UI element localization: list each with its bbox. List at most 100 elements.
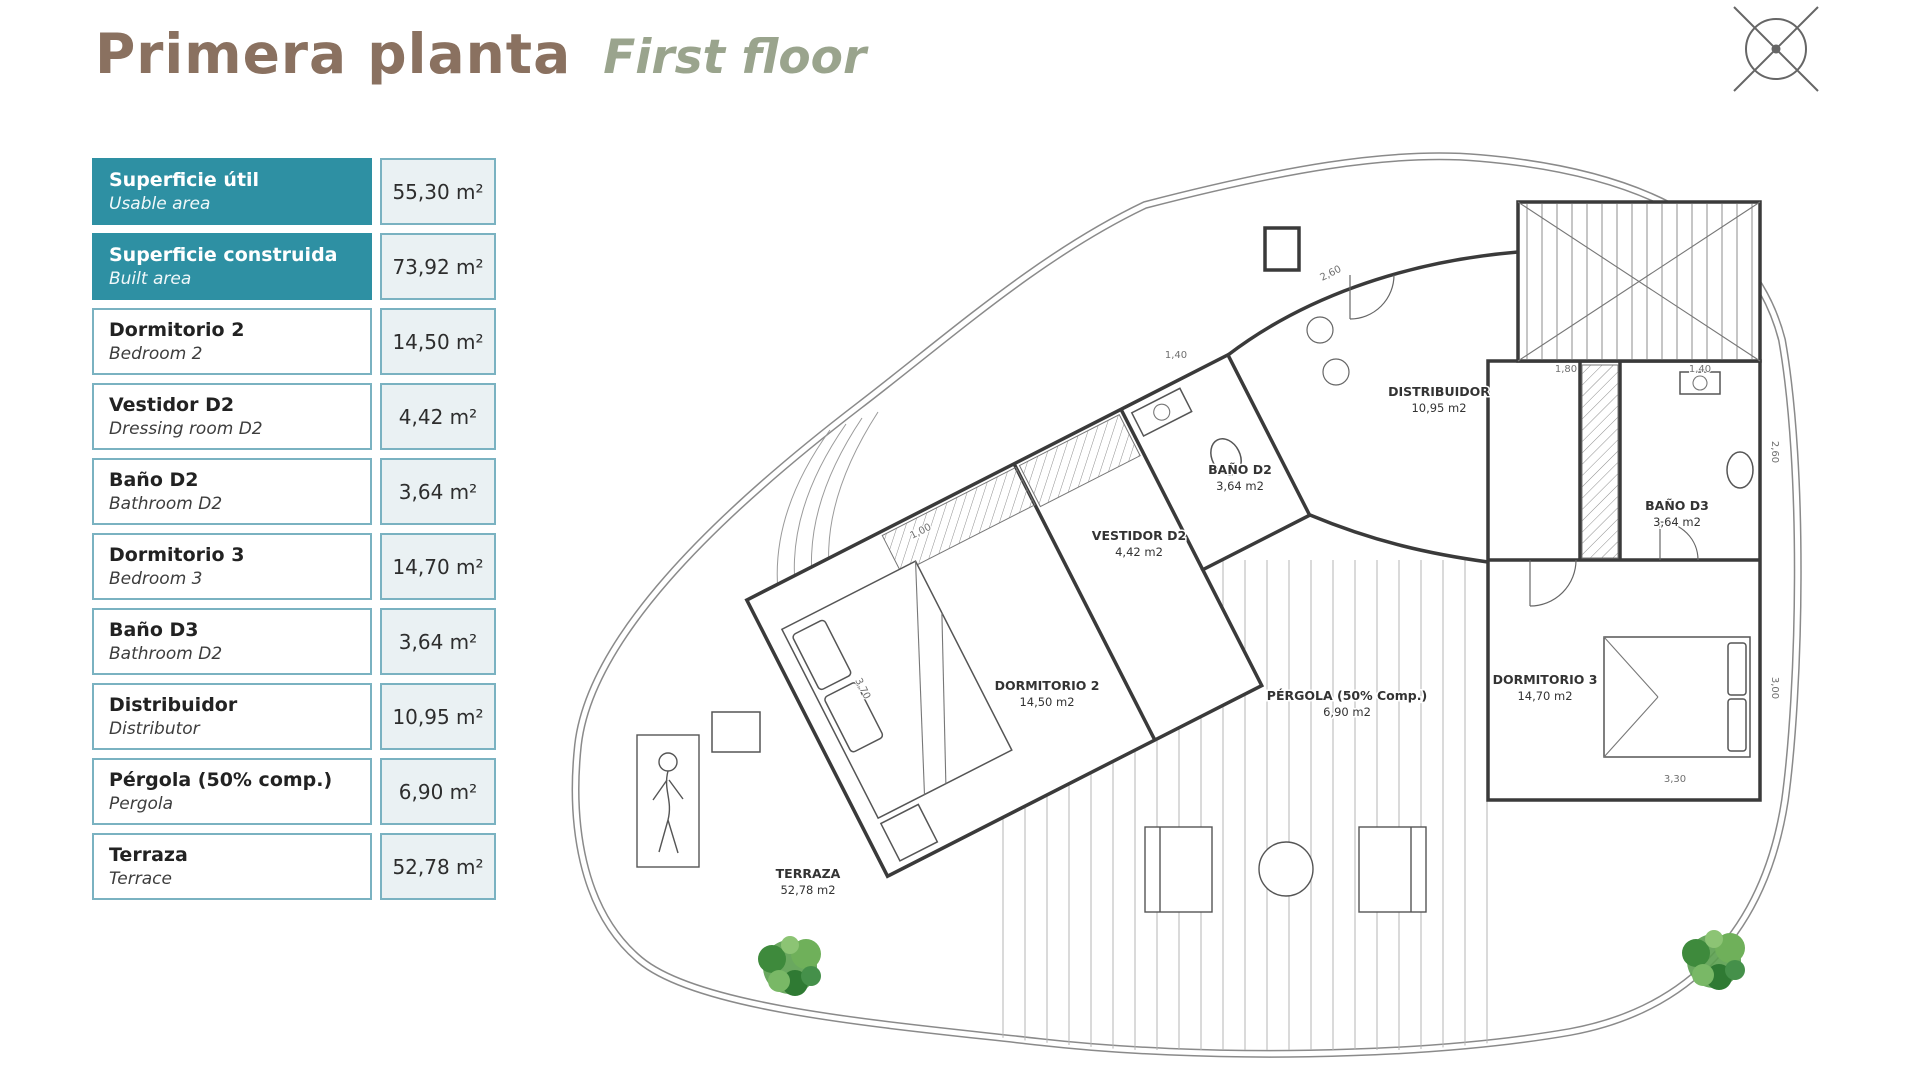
row-value: 3,64 m² [380,458,496,525]
chair-distributor-2 [1322,358,1350,386]
row-value: 3,64 m² [380,608,496,675]
dim-label: 2,60 [1769,441,1780,463]
bed-bedroom2 [780,560,1013,820]
area-bath-d3: 3,64 m2 [1653,515,1701,529]
table-row-usable-area: Superficie útil Usable area 55,30 m² [92,158,496,225]
left-wing [744,352,1313,879]
dim-label: 1,40 [1165,350,1187,361]
dim-label: 3,00 [1769,677,1780,699]
closet-dressing [1018,414,1141,508]
row-label-en: Bathroom D2 [109,644,223,664]
compass-icon [1733,6,1819,92]
table-row-dressing-room: Vestidor D2 Dressing room D2 4,42 m² [92,383,496,450]
door-bedroom3 [1529,559,1577,607]
title-english: First floor [603,30,867,85]
distributor-walls [1226,226,1519,564]
table-row-bathroom-d3: Baño D3 Bathroom D2 3,64 m² [92,608,496,675]
row-label-en: Dressing room D2 [109,419,263,439]
title-spanish: Primera planta [95,22,572,86]
row-label-es: Dormitorio 2 [109,319,245,341]
row-label-es: Vestidor D2 [109,394,235,416]
door-distributor [1349,274,1395,320]
row-label: Pérgola (50% comp.) Pergola [92,758,372,825]
row-value: 52,78 m² [380,833,496,900]
column [1263,226,1301,272]
row-label: Terraza Terrace [92,833,372,900]
area-bedroom-3: 14,70 m2 [1517,689,1572,703]
label-distributor: DISTRIBUIDOR [1388,384,1490,399]
bath-d2-fixtures [1130,387,1242,476]
row-value: 73,92 m² [380,233,496,300]
row-label-en: Usable area [109,194,211,214]
bed-bedroom3 [1603,636,1751,758]
closet-bedroom2 [881,466,1036,574]
row-label-en: Bedroom 3 [109,569,203,589]
row-label-en: Bedroom 2 [109,344,203,364]
row-label: Dormitorio 2 Bedroom 2 [92,308,372,375]
label-dressing-room: VESTIDOR D2 [1092,528,1186,543]
row-value: 14,50 m² [380,308,496,375]
table-row-bedroom-2: Dormitorio 2 Bedroom 2 14,50 m² [92,308,496,375]
table-row-built-area: Superficie construida Built area 73,92 m… [92,233,496,300]
dim-label: 3,30 [1664,774,1686,785]
row-label-es: Terraza [109,844,188,866]
label-terrace: TERRAZA [776,866,841,881]
nightstand [879,803,939,862]
bath-d3-fixtures [1679,371,1754,489]
row-label-es: Superficie construida [109,244,338,266]
row-label: Baño D2 Bathroom D2 [92,458,372,525]
page-title: Primera planta First floor [95,22,866,86]
row-label-en: Built area [109,269,192,289]
area-bath-d2: 3,64 m2 [1216,479,1264,493]
row-value: 55,30 m² [380,158,496,225]
room-labels: DISTRIBUIDOR 10,95 m2 BAÑO D2 3,64 m2 VE… [774,383,1710,899]
row-label: Distribuidor Distributor [92,683,372,750]
areas-table: Superficie útil Usable area 55,30 m² Sup… [92,158,496,908]
row-label-en: Bathroom D2 [109,494,223,514]
row-value: 14,70 m² [380,533,496,600]
floor-plan: 1,40 2,60 1,80 1,40 2,60 1,00 3,70 3,30 … [571,6,1819,1058]
row-label-en: Distributor [109,719,200,739]
terrace-furniture [636,711,1427,913]
area-bedroom-2: 14,50 m2 [1019,695,1074,709]
dim-label: 1,40 [1689,364,1711,375]
row-label: Superficie útil Usable area [92,158,372,225]
area-terrace: 52,78 m2 [780,883,835,897]
label-bath-d2: BAÑO D2 [1208,462,1272,477]
row-label: Dormitorio 3 Bedroom 3 [92,533,372,600]
outdoor-sofa-right [1358,826,1427,913]
area-dressing-room: 4,42 m2 [1115,545,1163,559]
area-distributor: 10,95 m2 [1411,401,1466,415]
outdoor-table [1258,841,1314,897]
chair-distributor-1 [1306,316,1334,344]
row-label-es: Baño D2 [109,469,199,491]
area-pergola: 6,90 m2 [1323,705,1371,719]
row-label: Baño D3 Bathroom D2 [92,608,372,675]
label-pergola: PÉRGOLA (50% Comp.) [1267,688,1427,703]
row-label-en: Terrace [109,869,172,889]
table-row-terrace: Terraza Terrace 52,78 m² [92,833,496,900]
table-row-bathroom-d2: Baño D2 Bathroom D2 3,64 m² [92,458,496,525]
row-value: 10,95 m² [380,683,496,750]
row-label-es: Superficie útil [109,169,260,191]
tree-right [1682,930,1745,990]
doors [1306,274,1699,607]
right-wing [1486,359,1762,802]
row-label-es: Pérgola (50% comp.) [109,769,333,791]
planter [711,711,761,753]
row-label: Vestidor D2 Dressing room D2 [92,383,372,450]
row-label-es: Dormitorio 3 [109,544,245,566]
row-label: Superficie construida Built area [92,233,372,300]
label-bedroom-2: DORMITORIO 2 [995,678,1100,693]
table-row-pergola: Pérgola (50% comp.) Pergola 6,90 m² [92,758,496,825]
label-bedroom-3: DORMITORIO 3 [1493,672,1598,687]
wardrobe-bedroom3 [1581,364,1619,559]
tree-left [758,936,821,996]
dim-label: 1,80 [1555,364,1577,375]
staircase [1516,200,1762,363]
label-bath-d3: BAÑO D3 [1645,498,1709,513]
table-row-bedroom-3: Dormitorio 3 Bedroom 3 14,70 m² [92,533,496,600]
row-label-es: Baño D3 [109,619,199,641]
sun-lounger [636,734,700,868]
